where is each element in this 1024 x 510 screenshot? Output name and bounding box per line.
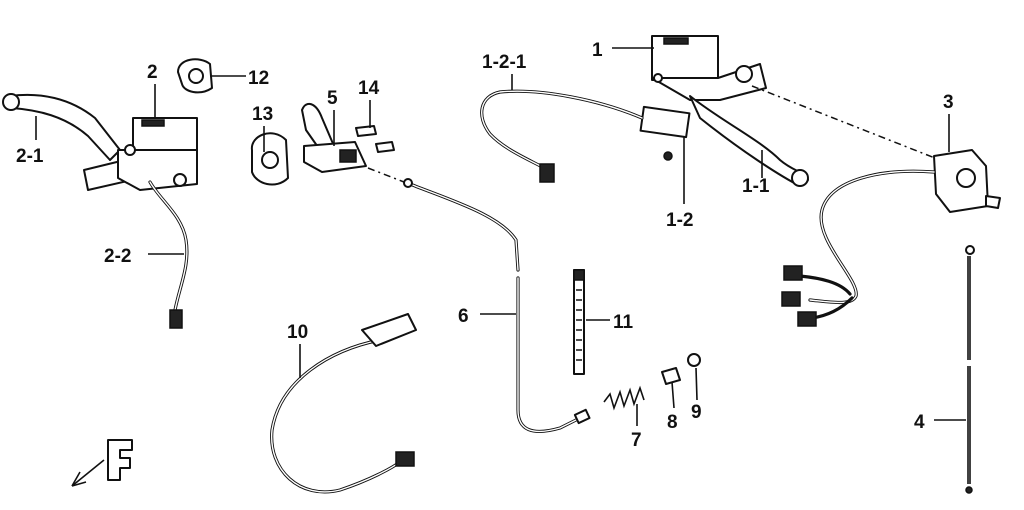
right-brake-lever bbox=[689, 95, 809, 187]
cable-tie bbox=[573, 269, 585, 375]
label-1-1: 1-1 bbox=[742, 176, 770, 197]
lock-nut bbox=[687, 353, 701, 367]
label-5: 5 bbox=[327, 88, 338, 109]
label-4: 4 bbox=[914, 412, 925, 433]
label-10: 10 bbox=[287, 322, 308, 343]
rear-brake-cable bbox=[403, 178, 591, 433]
right-brake-lever-assembly bbox=[480, 35, 809, 187]
brake-light-switch bbox=[639, 105, 691, 139]
adjuster-nut bbox=[661, 367, 681, 385]
return-spring bbox=[603, 385, 645, 411]
front-direction-f-icon bbox=[71, 439, 133, 487]
left-brake-lever bbox=[9, 93, 121, 161]
label-12: 12 bbox=[248, 68, 269, 89]
brake-switch-wire bbox=[480, 89, 644, 172]
label-8: 8 bbox=[667, 412, 678, 433]
mount-bracket bbox=[250, 132, 289, 186]
label-13: 13 bbox=[252, 104, 273, 125]
label-1-2-1: 1-2-1 bbox=[482, 52, 527, 73]
handlebar-switch bbox=[781, 149, 1001, 327]
label-3: 3 bbox=[943, 92, 954, 113]
handlebar-clamp bbox=[177, 58, 213, 94]
throttle-cable bbox=[965, 245, 975, 494]
leader-lines bbox=[35, 47, 966, 426]
left-brake-lever-assembly bbox=[2, 93, 198, 329]
switch-wire-harness bbox=[270, 313, 417, 494]
rear-brake-lever-bracket bbox=[301, 102, 395, 173]
part-labels: 1 1-1 1-2 1-2-1 2 2-1 2-2 3 4 5 6 7 8 9 … bbox=[16, 40, 954, 451]
label-2: 2 bbox=[147, 62, 158, 83]
label-2-1: 2-1 bbox=[16, 146, 44, 167]
left-brake-switch-wire bbox=[148, 180, 189, 312]
label-1: 1 bbox=[592, 40, 603, 61]
label-14: 14 bbox=[358, 78, 380, 99]
label-11: 11 bbox=[613, 312, 634, 333]
label-9: 9 bbox=[691, 402, 702, 423]
label-7: 7 bbox=[631, 430, 642, 451]
label-6: 6 bbox=[458, 306, 469, 327]
label-2-2: 2-2 bbox=[104, 246, 131, 267]
label-1-2: 1-2 bbox=[666, 210, 693, 231]
